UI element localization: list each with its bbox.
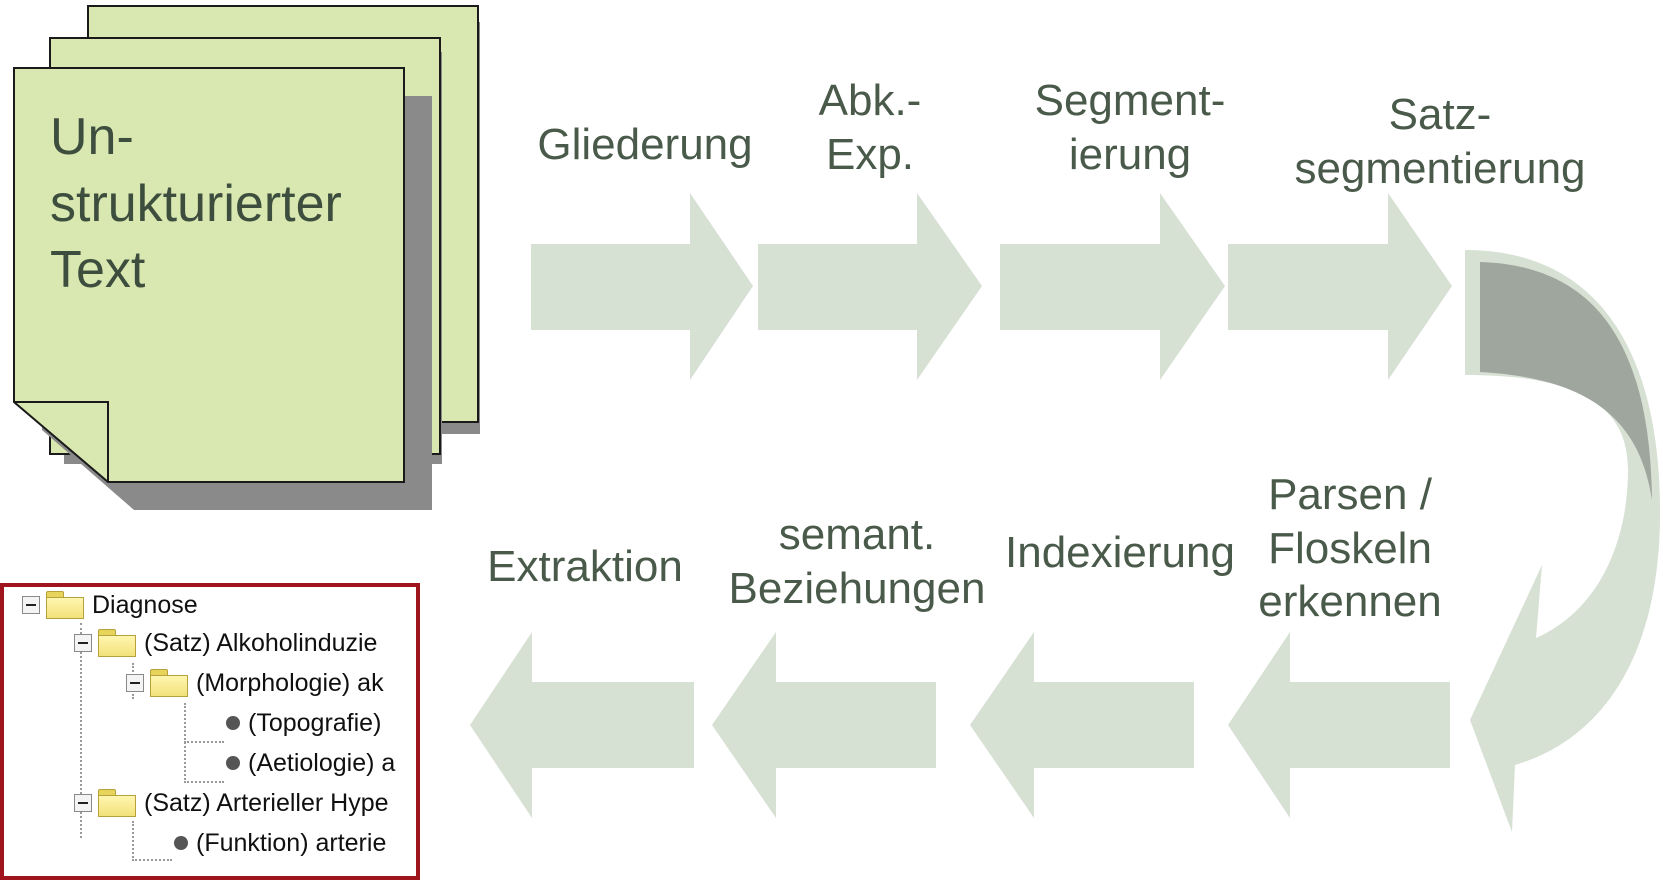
tree-item[interactable]: (Morphologie) ak bbox=[126, 665, 384, 701]
tree-item-label: (Satz) Arterieller Hype bbox=[144, 788, 389, 817]
arrow-extraktion bbox=[470, 632, 694, 818]
collapse-icon[interactable] bbox=[22, 596, 40, 614]
arrow-parsen bbox=[1228, 632, 1450, 818]
step-label-line: Extraktion bbox=[487, 542, 683, 591]
folder-icon bbox=[98, 629, 136, 657]
step-label-parsen: Parsen / Floskeln erkennen bbox=[1230, 468, 1470, 629]
document-label-line: strukturierter bbox=[50, 174, 342, 233]
tree-item-label: (Satz) Alkoholinduzie bbox=[144, 628, 378, 657]
step-label-line: Parsen / bbox=[1268, 470, 1432, 519]
tree-view: Diagnose (Satz) Alkoholinduzie (Morpholo… bbox=[0, 583, 420, 880]
step-label-segmentierung: Segment- ierung bbox=[1010, 74, 1250, 181]
folder-icon bbox=[150, 669, 188, 697]
tree-item-label: (Funktion) arterie bbox=[196, 828, 387, 857]
leaf-node-icon bbox=[226, 716, 240, 730]
step-label-extraktion: Extraktion bbox=[470, 540, 700, 594]
tree-item[interactable]: (Satz) Alkoholinduzie bbox=[74, 625, 377, 661]
tree-item[interactable]: (Satz) Arterieller Hype bbox=[74, 785, 389, 821]
step-label-line: Gliederung bbox=[537, 120, 753, 169]
arrow-abk-exp bbox=[758, 193, 982, 380]
step-label-line: Floskeln bbox=[1268, 523, 1432, 573]
step-label-gliederung: Gliederung bbox=[520, 118, 770, 172]
arrow-semant-beziehungen bbox=[712, 632, 936, 818]
step-label-line: Abk.- bbox=[818, 76, 922, 125]
tree-item[interactable]: (Topografie) bbox=[220, 705, 381, 741]
document-label: Un- strukturierter Text bbox=[50, 104, 342, 304]
step-label-semant-beziehungen: semant. Beziehungen bbox=[712, 508, 1002, 615]
step-label-line: Indexierung bbox=[1005, 528, 1235, 577]
tree-item[interactable]: (Funktion) arterie bbox=[168, 825, 386, 861]
step-label-line: Exp. bbox=[825, 129, 915, 179]
curved-return-arrow bbox=[1465, 250, 1661, 832]
arrow-satzsegmentierung bbox=[1228, 193, 1452, 380]
step-label-line: ierung bbox=[1068, 129, 1192, 179]
folder-icon bbox=[46, 591, 84, 619]
tree-item-label: Diagnose bbox=[92, 590, 198, 619]
step-label-line: Satz- bbox=[1388, 90, 1492, 139]
document-label-line: Text bbox=[50, 241, 146, 300]
step-label-line: Segment- bbox=[1034, 76, 1226, 125]
document-stack-icon bbox=[13, 5, 480, 510]
step-label-indexierung: Indexierung bbox=[990, 526, 1250, 580]
folder-icon bbox=[98, 789, 136, 817]
collapse-icon[interactable] bbox=[74, 794, 92, 812]
tree-item-label: (Morphologie) ak bbox=[196, 668, 384, 697]
tree-item[interactable]: (Aetiologie) a bbox=[220, 745, 395, 781]
step-label-line: segmentierung bbox=[1294, 143, 1586, 193]
arrow-gliederung bbox=[531, 193, 753, 380]
collapse-icon[interactable] bbox=[74, 634, 92, 652]
tree-item-label: (Aetiologie) a bbox=[248, 748, 396, 777]
step-label-line: erkennen bbox=[1258, 577, 1442, 627]
document-label-line: Un- bbox=[50, 108, 134, 166]
step-label-line: Beziehungen bbox=[728, 563, 986, 613]
tree-item[interactable]: Diagnose bbox=[22, 587, 198, 623]
step-label-satzsegmentierung: Satz- segmentierung bbox=[1270, 88, 1610, 195]
arrow-indexierung bbox=[970, 632, 1194, 818]
leaf-node-icon bbox=[174, 836, 188, 850]
collapse-icon[interactable] bbox=[126, 674, 144, 692]
step-label-line: semant. bbox=[778, 510, 936, 559]
arrow-segmentierung bbox=[1000, 193, 1225, 380]
leaf-node-icon bbox=[226, 756, 240, 770]
step-label-abk-exp: Abk.- Exp. bbox=[770, 74, 970, 181]
tree-item-label: (Topografie) bbox=[248, 708, 382, 737]
